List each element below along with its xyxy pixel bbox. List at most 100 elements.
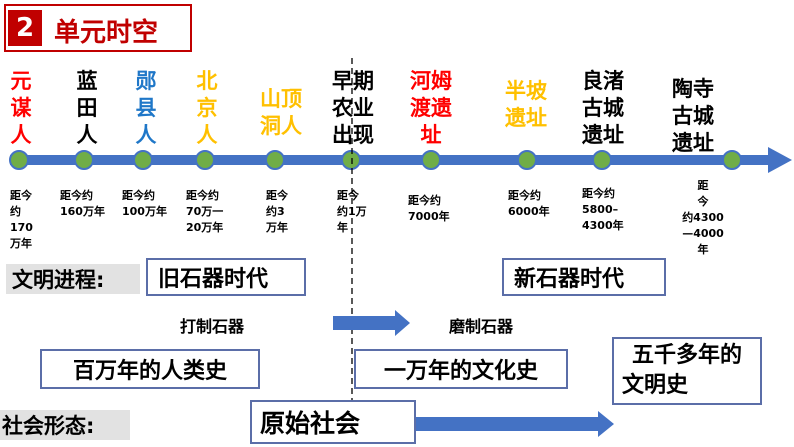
ten-thousand-years-culture-box: 一万年的文化史	[354, 349, 568, 389]
site-date-line: 170	[10, 221, 33, 234]
site-name: 陶寺古城遗址	[668, 76, 718, 157]
site-date: 距今约 160万年	[60, 188, 120, 220]
site-date-line: 70万一	[186, 205, 224, 218]
site-date-line: 6000年	[508, 205, 550, 218]
timeline-node	[133, 150, 153, 170]
site-name: 郧县人	[133, 68, 159, 149]
civilization-label: 文明进程:	[6, 264, 140, 294]
five-thousand-years-civilization-box: 五千多年的 文明史	[612, 337, 762, 405]
site-date: 距今约1万年	[337, 188, 367, 236]
site-name: 早期农业出现	[328, 68, 378, 149]
timeline-node	[9, 150, 29, 170]
section-title: 单元时空	[54, 18, 159, 48]
timeline-node	[592, 150, 612, 170]
society-label: 社会形态:	[0, 410, 130, 440]
site-name-line: 遗址	[582, 123, 624, 147]
site-name-line: 古城	[672, 104, 714, 128]
site-date-line: 7000年	[408, 210, 450, 223]
site-date-line: 距今约	[186, 189, 219, 202]
site-date-line: 约	[10, 205, 21, 218]
site-name: 山顶洞人	[256, 86, 306, 140]
site-name-line: 址	[420, 123, 442, 147]
site-date: 距今约 170 万年	[10, 188, 50, 252]
site-name-line: 渡遗	[410, 96, 452, 120]
site-name: 河姆渡遗址	[406, 68, 456, 149]
site-name: 蓝田人	[74, 68, 100, 149]
site-name-line: 遗址	[505, 106, 547, 130]
chipped-stone-tools-label: 打制石器	[180, 317, 245, 336]
site-date-line: 距今	[337, 189, 359, 202]
timeline-node	[195, 150, 215, 170]
site-name-line: 蓝	[76, 69, 98, 93]
site-date-line: 万年	[10, 237, 32, 250]
site-date-line: —4000	[682, 227, 724, 240]
site-name-line: 北	[196, 69, 218, 93]
site-date-line: 距今约	[508, 189, 541, 202]
site-date-line: 年	[697, 243, 709, 256]
site-date: 距今约3 万年	[266, 188, 306, 236]
site-date-line: 4300年	[582, 219, 624, 232]
site-name-line: 出现	[332, 123, 374, 147]
site-date-line: 距	[697, 179, 709, 192]
site-name-line: 农业	[332, 96, 374, 120]
site-name-line: 早期	[332, 69, 374, 93]
site-name: 良渚古城遗址	[578, 68, 628, 149]
site-date-line: 5800–	[582, 203, 619, 216]
site-name-line: 河姆	[410, 69, 452, 93]
site-date-line: 距今约	[582, 187, 615, 200]
site-name-line: 人	[135, 123, 157, 147]
site-name-line: 山顶	[260, 87, 302, 111]
site-date: 距今约 6000年	[508, 188, 568, 220]
site-date-line: 年	[337, 221, 348, 234]
site-date-line: 距今	[10, 189, 32, 202]
site-name-line: 京	[196, 96, 218, 120]
site-date-line: 万年	[266, 221, 288, 234]
site-name-line: 人	[10, 123, 32, 147]
site-date: 距今约 5800– 4300年	[582, 186, 638, 234]
site-date-line: 距今约	[408, 194, 441, 207]
site-date-line: 今	[697, 195, 709, 208]
million-years-history-box: 百万年的人类史	[40, 349, 260, 389]
primitive-society-box: 原始社会	[250, 400, 416, 444]
timeline-node	[265, 150, 285, 170]
site-date-line: 距今约	[60, 189, 93, 202]
site-date-line: 20万年	[186, 221, 224, 234]
site-name: 北京人	[194, 68, 220, 149]
site-name-line: 良渚	[582, 69, 624, 93]
timeline-node	[341, 150, 361, 170]
five-thousand-years-line-2: 文明史	[622, 373, 689, 398]
old-stone-age-box: 旧石器时代	[146, 258, 306, 296]
site-name-line: 遗址	[672, 131, 714, 155]
site-name: 半坡遗址	[501, 78, 551, 132]
society-arrow	[415, 411, 614, 437]
site-date-line: 160万年	[60, 205, 105, 218]
site-name-line: 人	[76, 123, 98, 147]
site-name-line: 半坡	[505, 79, 547, 103]
timeline-node	[722, 150, 742, 170]
chipped-to-ground-arrow	[333, 310, 410, 336]
site-date-line: 100万年	[122, 205, 167, 218]
site-date: 距今约 100万年	[122, 188, 182, 220]
site-date-line: 约1万	[337, 205, 367, 218]
site-name-line: 郧	[135, 69, 157, 93]
five-thousand-years-line-1: 五千多年的	[631, 343, 742, 368]
timeline-arrowhead	[768, 147, 792, 173]
ground-stone-tools-label: 磨制石器	[449, 317, 514, 336]
site-name-line: 县	[135, 96, 157, 120]
section-number-badge: 2	[8, 10, 42, 46]
site-date: 距今约 70万一 20万年	[186, 188, 242, 236]
site-name-line: 古城	[582, 96, 624, 120]
site-name: 元谋人	[8, 68, 34, 149]
new-stone-age-box: 新石器时代	[502, 258, 666, 296]
site-date-line: 约3	[266, 205, 285, 218]
timeline-node	[421, 150, 441, 170]
timeline-node	[517, 150, 537, 170]
site-date-line: 距今约	[122, 189, 155, 202]
site-name-line: 陶寺	[672, 77, 714, 101]
site-name-line: 人	[196, 123, 218, 147]
site-name-line: 田	[76, 96, 98, 120]
site-date-line: 距今	[266, 189, 288, 202]
timeline-bar	[10, 155, 778, 165]
